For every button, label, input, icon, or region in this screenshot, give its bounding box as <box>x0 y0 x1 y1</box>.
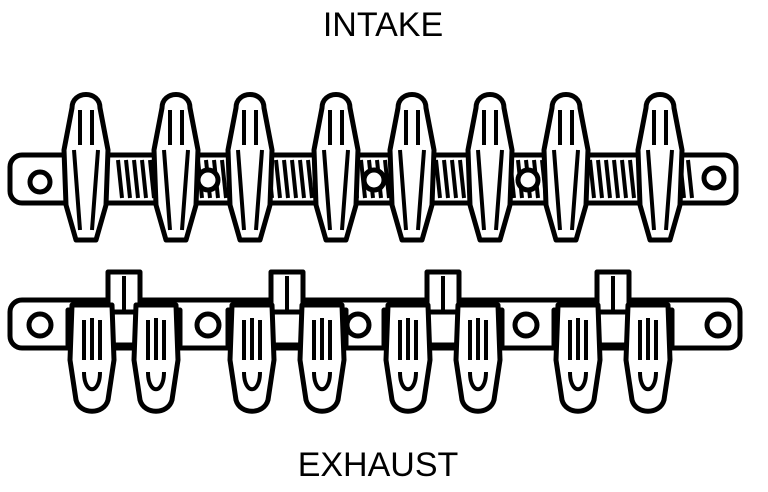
shaft-spring-coil <box>274 159 282 199</box>
rocker-arm-rib <box>322 149 350 231</box>
exhaust-rocker-pair <box>381 269 505 414</box>
shaft-spring-coil <box>282 159 290 199</box>
exhaust-rocker-assembly <box>7 269 743 414</box>
rocker-arm-tip <box>146 371 166 392</box>
intake-rocker-arm <box>541 92 591 243</box>
rocker-arm-rib <box>398 318 418 360</box>
shaft-bolt-hole <box>195 167 221 193</box>
rocker-arm-rib <box>468 318 488 360</box>
intake-rocker-arm <box>465 92 515 243</box>
intake-rocker-arm <box>225 92 275 243</box>
rocker-arm-rib <box>646 149 674 231</box>
rocker-arm-tip <box>638 371 658 392</box>
rocker-arm-tip <box>468 371 488 392</box>
rocker-arm-body <box>61 92 111 243</box>
rocker-arm-tip <box>568 371 588 392</box>
rocker-arm-rib <box>476 149 504 231</box>
exhaust-rocker-pair <box>65 269 183 414</box>
shaft-spring-coil <box>442 159 450 199</box>
rocker-arm-body <box>151 92 201 243</box>
rocker-arm-rib <box>82 318 102 360</box>
rocker-arm-body <box>541 92 591 243</box>
intake-rocker-arm <box>61 92 111 243</box>
intake-rocker-arm <box>151 92 201 243</box>
shaft-spring-coil <box>124 159 132 199</box>
shaft-bolt-hole <box>704 311 732 339</box>
rocker-arm-slot <box>482 110 498 145</box>
rocker-arm-rib <box>236 149 264 231</box>
shaft-spring-coil <box>132 159 140 199</box>
rocker-arm-rib <box>398 149 426 231</box>
shaft-spring-coil <box>116 159 124 199</box>
shaft-bolt-hole <box>361 167 387 193</box>
rocker-arm-body <box>635 92 685 243</box>
rocker-arm-body <box>311 92 361 243</box>
rocker-arm-tip <box>242 371 262 392</box>
shaft-bolt-hole <box>27 169 53 195</box>
shaft-spring-coil <box>434 159 442 199</box>
shaft-spring-coil <box>458 159 466 199</box>
shaft-spring-coil <box>220 159 228 199</box>
shaft-bolt-hole <box>194 311 222 339</box>
shaft-spring-coil <box>628 159 636 199</box>
rocker-arm-rib <box>568 318 588 360</box>
rocker-arm-rib <box>552 149 580 231</box>
exhaust-rocker-pair <box>551 269 675 414</box>
rocker-arm-rib <box>638 318 658 360</box>
intake-label: INTAKE <box>322 6 444 44</box>
rocker-arm-rib <box>162 149 190 231</box>
shaft-spring-coil <box>290 159 298 199</box>
shaft-bolt-hole <box>515 167 541 193</box>
shaft-bolt-hole <box>701 165 727 191</box>
rocker-arm-slot <box>558 110 574 145</box>
shaft-spring-coil <box>612 159 620 199</box>
shaft-spring-coil <box>604 159 612 199</box>
intake-rocker-arm <box>635 92 685 243</box>
rocker-arm-body <box>387 92 437 243</box>
intake-rocker-arm <box>311 92 361 243</box>
shaft-spring-coil <box>140 159 148 199</box>
rocker-arm-tip <box>398 371 418 392</box>
shaft-spring-coil <box>450 159 458 199</box>
rocker-arm-body <box>225 92 275 243</box>
rocker-arm-rib <box>146 318 166 360</box>
rocker-arm-slot <box>652 110 668 145</box>
shaft-spring-coil <box>306 159 314 199</box>
rocker-arm-tip <box>312 371 332 392</box>
rocker-arm-slot <box>404 110 420 145</box>
shaft-bolt-hole <box>26 311 54 339</box>
shaft-spring-coil <box>596 159 604 199</box>
rocker-arm-slot <box>78 110 94 145</box>
shaft-spring-coil <box>383 159 391 199</box>
rocker-arm-rib <box>242 318 262 360</box>
rocker-arm-slot <box>328 110 344 145</box>
intake-rocker-assembly <box>7 92 739 243</box>
intake-rocker-arm <box>387 92 437 243</box>
rocker-arm-tip <box>82 371 102 392</box>
shaft-spring-coil <box>620 159 628 199</box>
exhaust-rocker-pair <box>225 269 349 414</box>
rocker-arm-body <box>465 92 515 243</box>
shaft-bolt-hole <box>344 311 372 339</box>
shaft-bolt-hole <box>512 311 540 339</box>
shaft-spring-coil <box>298 159 306 199</box>
shaft-spring-coil <box>588 159 596 199</box>
rocker-arm-rib <box>312 318 332 360</box>
exhaust-label: EXHAUST <box>297 446 459 484</box>
shaft-spring-coil <box>686 159 694 199</box>
rocker-arm-slot <box>168 110 184 145</box>
rocker-arm-rib <box>72 149 100 231</box>
rocker-arm-slot <box>242 110 258 145</box>
